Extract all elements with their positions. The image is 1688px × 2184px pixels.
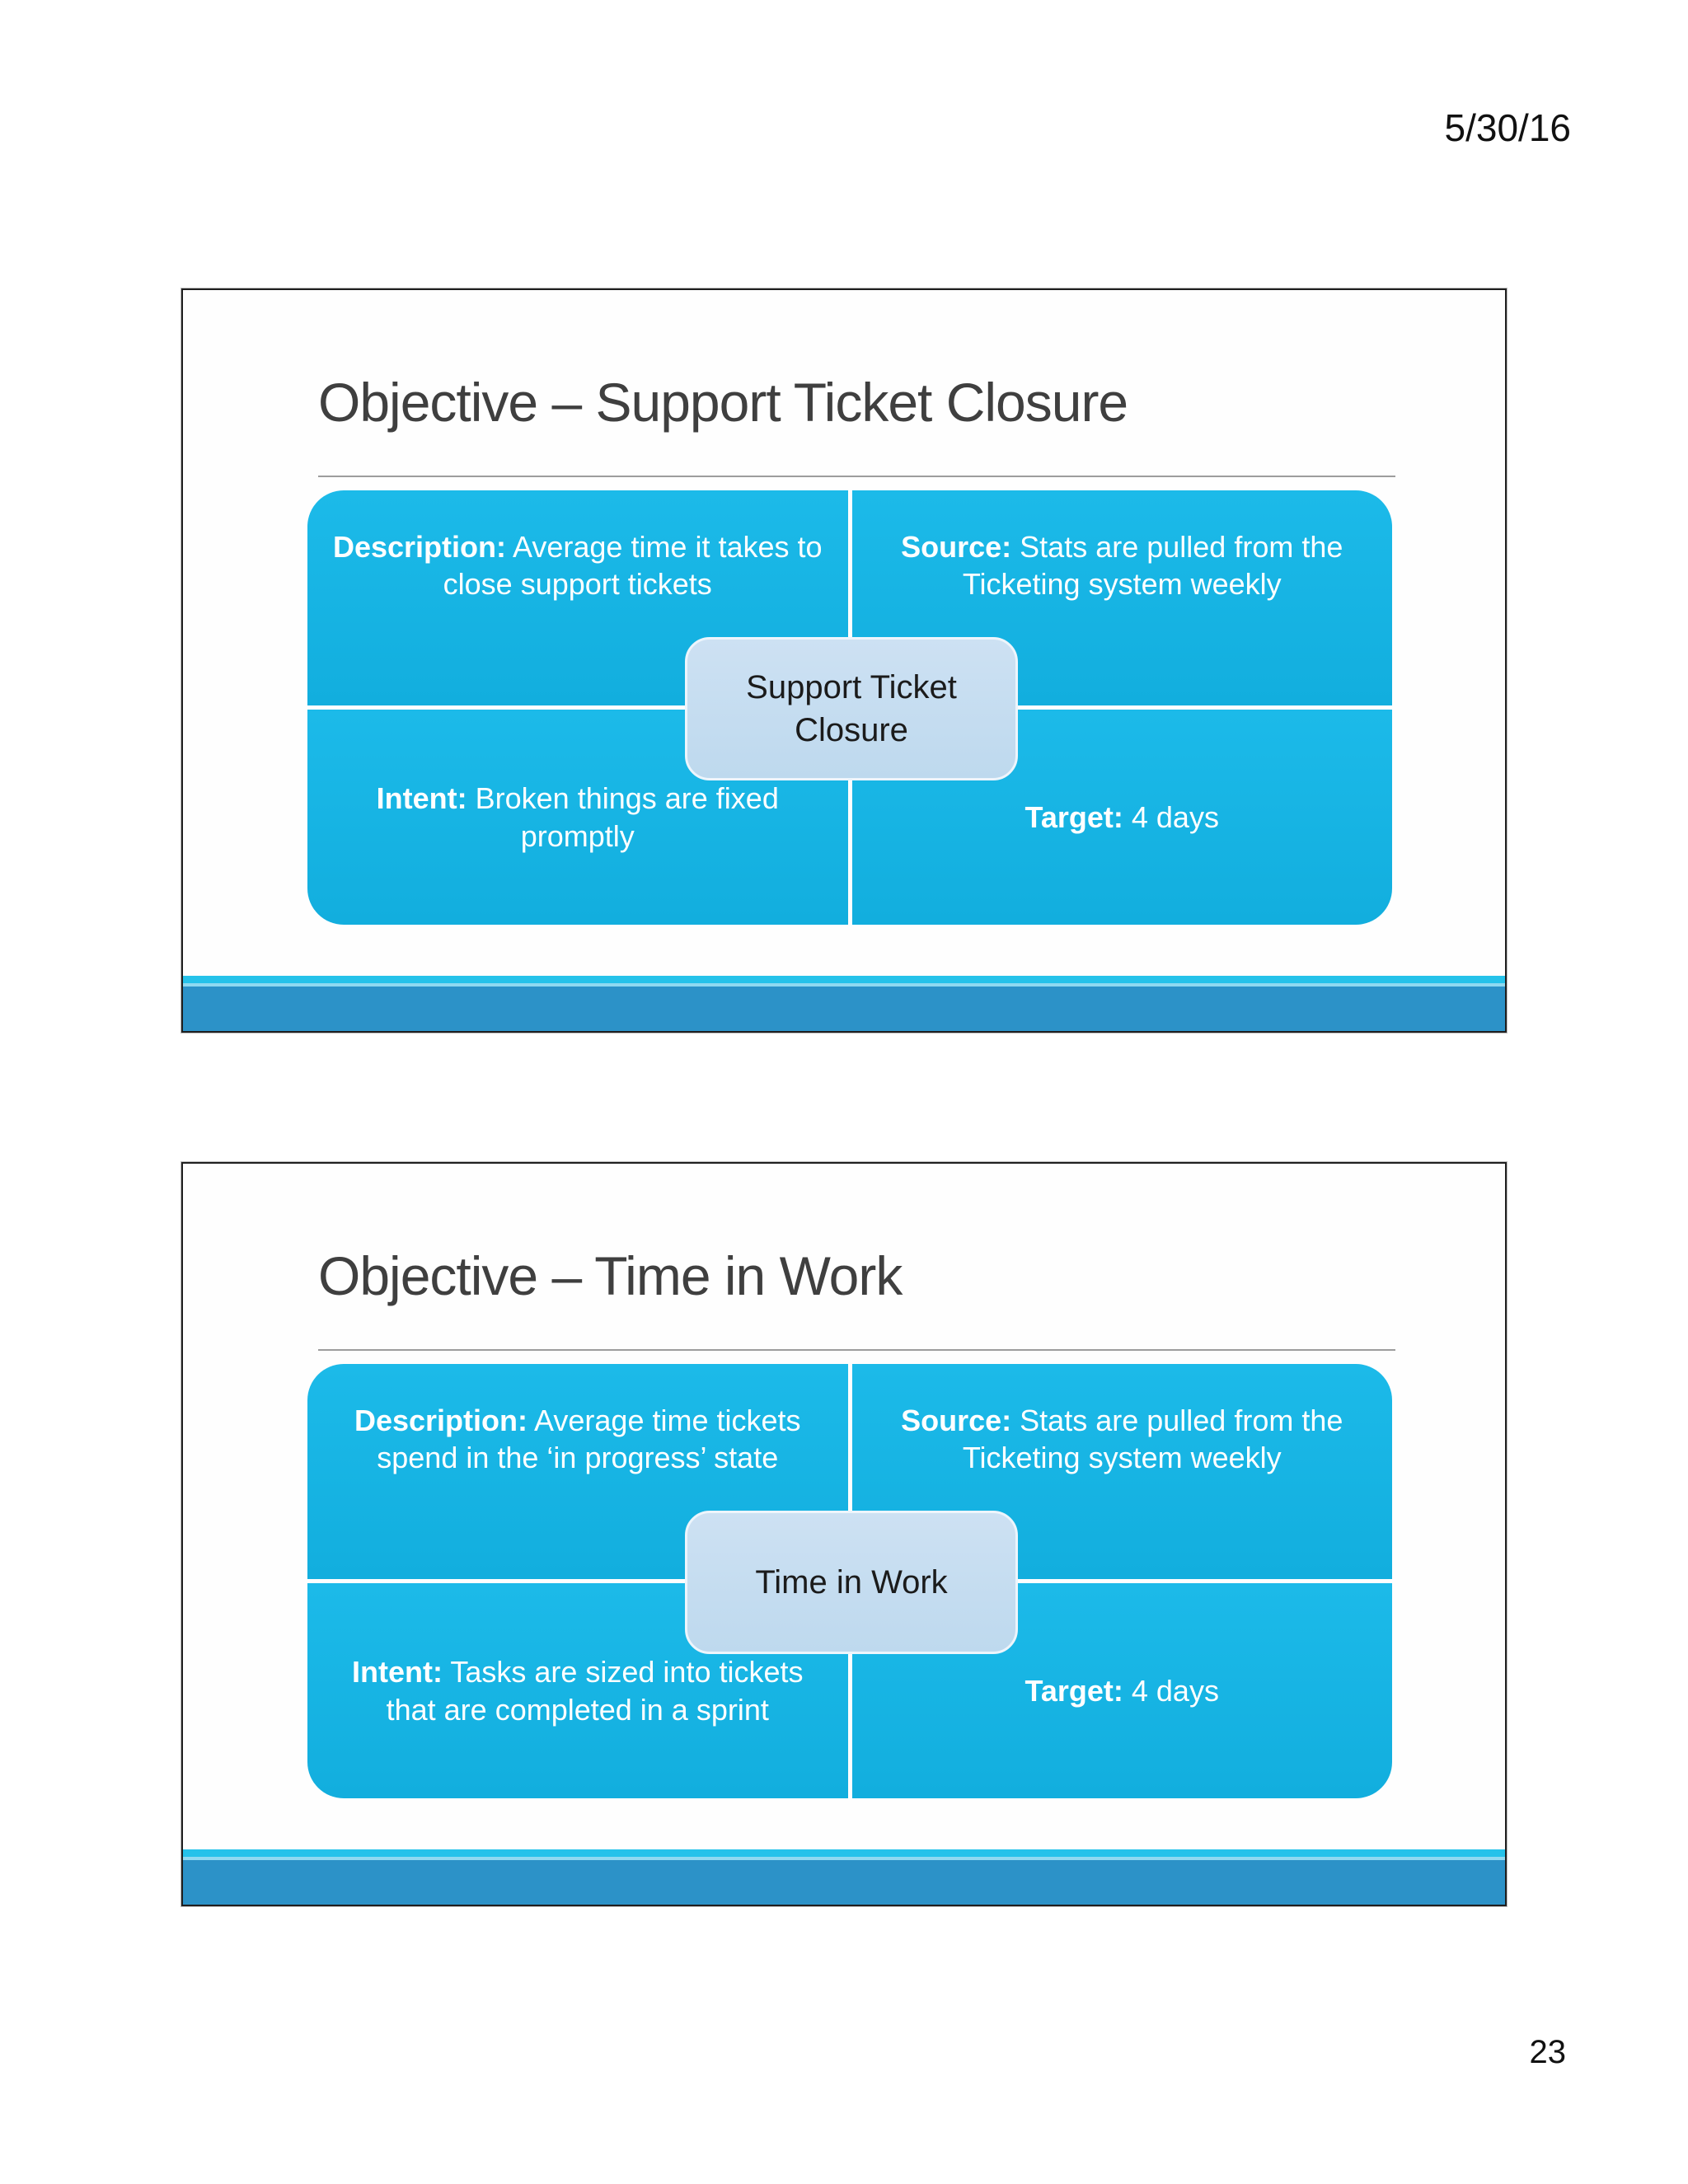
description-label: Description:	[332, 530, 506, 564]
quadrant-intent-text: Intent: Broken things are fixed promptly	[377, 780, 779, 855]
description-line-2: spend in the ‘in progress’ state	[377, 1441, 779, 1475]
slide-title: Objective – Support Ticket Closure	[318, 372, 1128, 433]
footer-accent-strip	[183, 1849, 1505, 1857]
quadrant-source-text: Source: Stats are pulled from the Ticket…	[901, 528, 1343, 603]
center-node: Support Ticket Closure	[685, 637, 1018, 780]
description-line-2: close support tickets	[443, 567, 712, 602]
description-line-1: Average time it takes to	[513, 530, 823, 564]
center-node-line-2: Closure	[795, 712, 908, 748]
source-line-1: Stats are pulled from the	[1020, 1404, 1343, 1437]
intent-line-1: Broken things are fixed	[475, 781, 779, 816]
quadrant-description-text: Description: Average time it takes to cl…	[333, 528, 823, 603]
intent-line-2: that are completed in a sprint	[386, 1692, 769, 1727]
intent-label: Intent:	[352, 1655, 443, 1690]
footer-light-line	[183, 1857, 1505, 1860]
title-underline	[318, 1349, 1395, 1351]
quadrant-description-text: Description: Average time tickets spend …	[354, 1402, 801, 1477]
quadrant-description: Description: Average time it takes to cl…	[307, 490, 848, 705]
footer-accent-strip	[183, 976, 1505, 983]
description-line-1: Average time tickets	[534, 1404, 801, 1437]
intent-line-1: Tasks are sized into tickets	[450, 1655, 804, 1690]
footer-light-line	[183, 983, 1505, 987]
source-line-2: Ticketing system weekly	[962, 1441, 1282, 1475]
footer-band	[183, 987, 1505, 1031]
intent-label: Intent:	[376, 781, 467, 816]
title-underline	[318, 476, 1395, 477]
target-label: Target:	[1025, 1673, 1123, 1708]
center-node-line-1: Support Ticket	[746, 669, 957, 705]
source-line-1: Stats are pulled from the	[1020, 530, 1343, 564]
target-label: Target:	[1025, 799, 1123, 834]
quadrant-source-text: Source: Stats are pulled from the Ticket…	[901, 1402, 1343, 1477]
center-node-line-1: Time in Work	[755, 1564, 948, 1601]
footer-band	[183, 1860, 1505, 1905]
target-line-1: 4 days	[1131, 1673, 1219, 1708]
page-date: 5/30/16	[1444, 106, 1571, 149]
slide-title: Objective – Time in Work	[318, 1245, 903, 1306]
center-node: Time in Work	[685, 1511, 1018, 1654]
quadrant-intent-text: Intent: Tasks are sized into tickets tha…	[352, 1653, 804, 1728]
slide-time-in-work: Objective – Time in Work Description: Av…	[181, 1162, 1507, 1906]
description-label: Description:	[354, 1404, 528, 1437]
quadrant-target-text: Target: 4 days	[1025, 799, 1219, 836]
objective-matrix: Description: Average time tickets spend …	[307, 1364, 1392, 1798]
quadrant-target-text: Target: 4 days	[1025, 1672, 1219, 1709]
page-number: 23	[1529, 2034, 1567, 2070]
slide-support-ticket-closure: Objective – Support Ticket Closure Descr…	[181, 288, 1507, 1033]
source-line-2: Ticketing system weekly	[962, 567, 1282, 602]
target-line-1: 4 days	[1131, 799, 1219, 834]
intent-line-2: promptly	[520, 818, 635, 853]
source-label: Source:	[901, 1404, 1012, 1437]
source-label: Source:	[901, 530, 1012, 564]
